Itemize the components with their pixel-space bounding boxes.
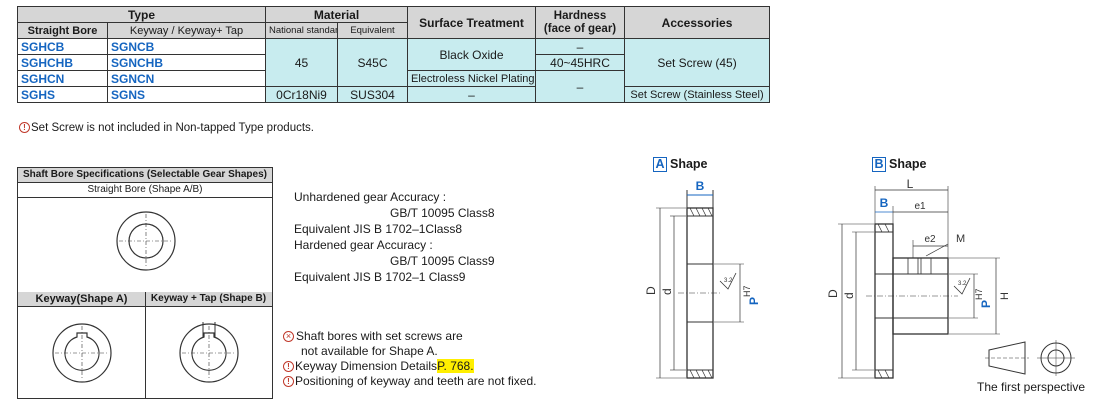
warning-icon: !: [19, 122, 30, 133]
note-text: Keyway Dimension Details: [295, 359, 438, 373]
accuracy-line: Unhardened gear Accuracy :: [294, 190, 447, 204]
accuracy-line: GB/T 10095 Class9: [390, 254, 495, 268]
code-straight: SGHCHB: [17, 54, 108, 71]
keyway-bore-icon: [52, 323, 112, 383]
projection-caption: The first perspective: [977, 380, 1086, 394]
accessory-cell: Set Screw (Stainless Steel): [624, 86, 771, 103]
dim-d-outer: D: [826, 289, 840, 298]
code-keyway: SGNCN: [107, 70, 266, 87]
note-line: !Keyway Dimension DetailsP. 768.: [283, 359, 536, 374]
shape-b-drawing: B L e1 e2 M D d P H7 H 3.2: [826, 178, 1008, 379]
dim-h7: H7: [742, 285, 752, 297]
bore-straight-label: Straight Bore (Shape A/B): [18, 183, 272, 198]
prohibited-icon: ×: [283, 331, 294, 342]
bore-keyway-tap-b-label: Keyway + Tap (Shape B): [145, 292, 272, 307]
accessory-cell: Set Screw (45): [624, 38, 771, 87]
dim-l2: e2: [924, 234, 936, 245]
dim-l1: e1: [914, 201, 926, 212]
first-angle-projection-icon: [985, 340, 1075, 376]
accuracy-line: GB/T 10095 Class8: [390, 206, 495, 220]
header-keyway: Keyway / Keyway+ Tap: [107, 22, 266, 39]
surface-finish-mark: 3.2: [958, 281, 967, 287]
hardness-cell: –: [535, 70, 626, 103]
straight-bore-icon: [116, 211, 176, 271]
dim-h: H: [999, 292, 1008, 300]
dim-d-inner: d: [660, 288, 674, 295]
header-accessories: Accessories: [624, 6, 771, 39]
dim-b: B: [696, 179, 705, 193]
note-line: ×Shaft bores with set screws are: [283, 329, 536, 344]
warning-icon: !: [283, 361, 294, 372]
dim-m: M: [956, 233, 965, 245]
dim-l: L: [907, 178, 914, 191]
header-straight-bore: Straight Bore: [17, 22, 108, 39]
bore-keyway-a-label: Keyway(Shape A): [18, 292, 145, 307]
dim-p: P: [747, 297, 761, 305]
note-line: !Positioning of keyway and teeth are not…: [283, 374, 536, 389]
code-straight: SGHS: [17, 86, 108, 103]
mat-national: 0Cr18Ni9: [265, 86, 338, 103]
shape-a-label: Shape: [670, 157, 708, 171]
bore-title: Shaft Bore Specifications (Selectable Ge…: [18, 168, 272, 183]
dim-d-outer: D: [644, 286, 658, 295]
dim-h7: H7: [974, 288, 984, 300]
code-straight: SGHCN: [17, 70, 108, 87]
header-national: National standard: [265, 22, 338, 39]
warning-icon: !: [283, 376, 294, 387]
surface-cell: –: [407, 86, 537, 103]
notes-block: ×Shaft bores with set screws are not ava…: [283, 329, 536, 389]
header-material: Material: [264, 6, 409, 23]
shaft-bore-spec-box: Shaft Bore Specifications (Selectable Ge…: [17, 167, 273, 399]
code-keyway: SGNCB: [107, 38, 266, 55]
hardness-cell: –: [535, 38, 626, 55]
accuracy-line: Equivalent JIS B 1702–1 Class9: [294, 270, 466, 284]
table-row: SGHS SGNS 0Cr18Ni9 SUS304 – Set Screw (S…: [17, 86, 771, 103]
mat-equivalent: S45C: [336, 38, 409, 87]
code-keyway: SGNCHB: [107, 54, 266, 71]
note-line: not available for Shape A.: [301, 344, 438, 358]
table-footnote: !Set Screw is not included in Non-tapped…: [19, 122, 314, 134]
accuracy-line: Hardened gear Accuracy :: [294, 238, 433, 252]
page-reference-link[interactable]: P. 768.: [437, 359, 474, 373]
mat-national: 45: [265, 38, 338, 87]
shape-a-letter: A: [653, 157, 667, 172]
dim-d-inner: d: [842, 292, 856, 299]
note-text: Positioning of keyway and teeth are not …: [295, 374, 537, 388]
code-straight: SGHCB: [17, 38, 108, 55]
header-type: Type: [17, 6, 266, 23]
table-row: SGHCN SGNCN Electroless Nickel Plating –: [17, 70, 770, 103]
dim-b: B: [880, 196, 889, 210]
accuracy-block: Unhardened gear Accuracy : GB/T 10095 Cl…: [294, 189, 495, 285]
dim-p: P: [979, 300, 993, 308]
header-surface: Surface Treatment: [407, 6, 537, 39]
hardness-cell: 40~45HRC: [535, 54, 626, 71]
surface-cell: Black Oxide: [407, 38, 537, 71]
surface-cell: Electroless Nickel Plating: [407, 70, 537, 87]
table-row: SGHCB SGNCB 45 S45C Black Oxide – Set Sc…: [17, 38, 771, 87]
header-hardness: Hardness (face of gear): [535, 6, 626, 39]
shape-b-label: Shape: [889, 157, 927, 171]
header-hardness-text: Hardness (face of gear): [543, 9, 617, 35]
shape-a-drawing: B D d P H7 3.2: [644, 179, 761, 379]
spec-table: Type Material Surface Treatment Hardness…: [17, 6, 771, 103]
mat-equivalent: SUS304: [336, 86, 409, 103]
code-keyway: SGNS: [107, 86, 266, 103]
note-text: Shaft bores with set screws are: [296, 329, 463, 343]
shape-b-letter: B: [872, 157, 886, 172]
accuracy-line: Equivalent JIS B 1702–1Class8: [294, 222, 463, 236]
footnote-text: Set Screw is not included in Non-tapped …: [31, 122, 314, 134]
keyway-tap-bore-icon: [179, 322, 239, 383]
header-equivalent: Equivalent: [336, 22, 409, 39]
surface-finish-mark: 3.2: [724, 278, 733, 284]
